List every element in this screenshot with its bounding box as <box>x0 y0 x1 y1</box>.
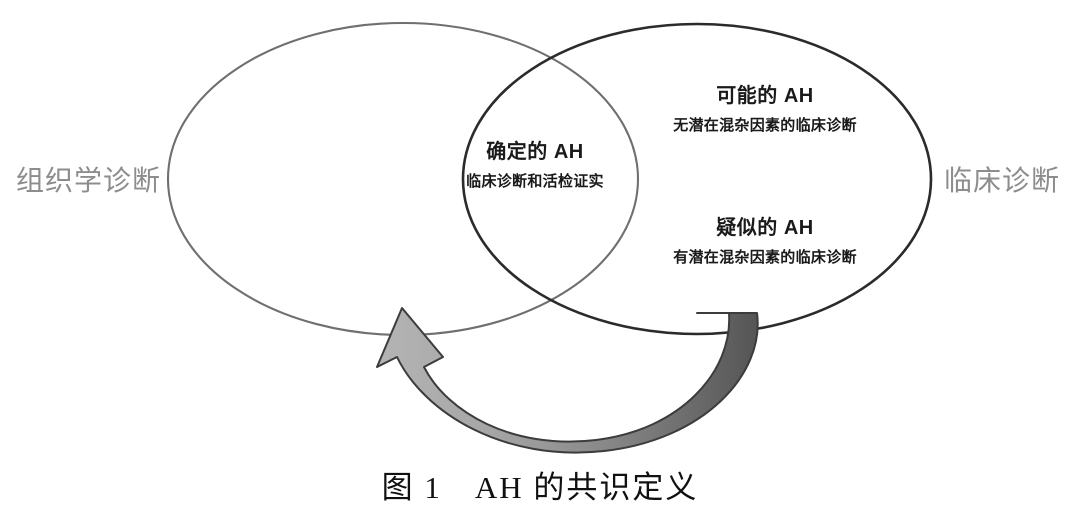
curved-arrow-icon <box>376 307 759 454</box>
region-probable-subtitle: 无潜在混杂因素的临床诊断 <box>673 117 857 134</box>
region-probable: 可能的 AH 无潜在混杂因素的临床诊断 <box>610 84 920 136</box>
region-possible-subtitle: 有潜在混杂因素的临床诊断 <box>673 249 857 266</box>
region-definite-subtitle: 临床诊断和活检证实 <box>466 173 604 190</box>
region-definite: 确定的 AH 临床诊断和活检证实 <box>430 140 640 192</box>
left-set-label: 组织学诊断 <box>16 165 162 196</box>
figure-caption: 图 1 AH 的共识定义 <box>381 470 699 505</box>
region-possible: 疑似的 AH 有潜在混杂因素的临床诊断 <box>610 216 920 268</box>
right-set-ellipse <box>461 22 933 336</box>
venn-diagram-svg <box>166 21 933 454</box>
right-set-label: 临床诊断 <box>944 165 1061 196</box>
region-probable-title: 可能的 AH <box>716 85 814 107</box>
region-definite-title: 确定的 AH <box>486 141 584 163</box>
region-possible-title: 疑似的 AH <box>716 217 814 239</box>
